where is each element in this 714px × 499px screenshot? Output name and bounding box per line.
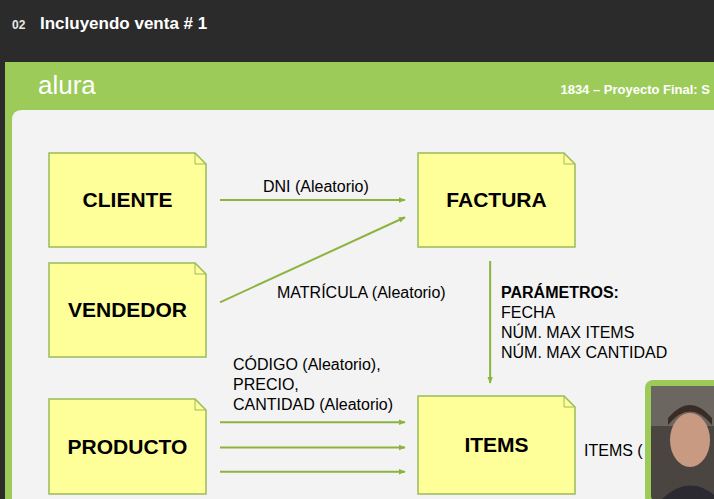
edge-label: PARÁMETROS: [501, 284, 619, 302]
header-bar [0, 0, 714, 62]
process-box: PRODUCTO [48, 398, 207, 495]
flow-arrow [220, 446, 405, 448]
webcam-hair [668, 405, 712, 425]
parameter-text: NÚM. MAX ITEMS [501, 324, 634, 342]
webcam-frame [645, 380, 714, 499]
folded-box-shape [49, 399, 206, 494]
box-label: VENDEDOR [68, 298, 187, 322]
parameter-text: NÚM. MAX CANTIDAD [501, 344, 667, 362]
slide-panel [12, 110, 714, 499]
folded-box-shape [418, 396, 575, 494]
folded-corner [195, 263, 206, 274]
parameter-text: FECHA [501, 304, 555, 322]
webcam-video [651, 386, 714, 499]
lesson-number: 02 [12, 18, 25, 32]
flow-arrow [489, 261, 491, 383]
note-text: ITEMS ( [584, 442, 643, 460]
folded-corner [564, 153, 575, 164]
folded-corner [564, 396, 575, 407]
edge-label: MATRÍCULA (Aleatorio) [277, 284, 446, 302]
folded-box-shape [49, 263, 206, 357]
folded-corner [195, 153, 206, 164]
process-box: VENDEDOR [48, 262, 207, 358]
flow-arrow [220, 199, 405, 201]
box-label: PRODUCTO [68, 435, 188, 459]
box-label: ITEMS [464, 433, 528, 457]
box-label: FACTURA [446, 188, 546, 212]
box-label: CLIENTE [83, 188, 173, 212]
course-header: 1834 – Proyecto Final: S [560, 82, 710, 97]
flow-arrow [220, 421, 405, 423]
edge-label: PRECIO, [233, 376, 299, 394]
webcam-face [670, 413, 710, 467]
slide-title: Incluyendo venta # 1 [40, 14, 207, 34]
webcam-overlay [645, 380, 714, 499]
folded-corner [195, 399, 206, 410]
process-box: CLIENTE [48, 152, 207, 248]
edge-label: DNI (Aleatorio) [263, 178, 369, 196]
webcam-shirt [660, 486, 714, 499]
folded-box-shape [49, 153, 206, 247]
brand-logo: alura [38, 70, 96, 101]
process-box: FACTURA [417, 152, 576, 248]
process-box: ITEMS [417, 395, 576, 495]
slide-frame [5, 62, 714, 499]
flow-arrow [220, 471, 405, 473]
folded-box-shape [418, 153, 575, 247]
edge-label: CÓDIGO (Aleatorio), [233, 356, 381, 374]
edge-label: CANTIDAD (Aleatorio) [233, 396, 393, 414]
